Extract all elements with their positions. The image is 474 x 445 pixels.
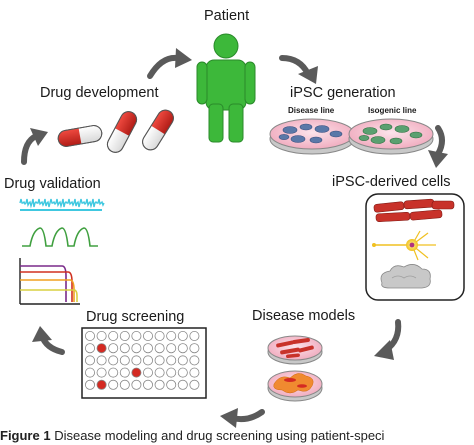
screening-well [108,355,119,366]
screening-well [166,330,177,341]
screening-well [131,343,142,354]
screening-plate [81,327,207,399]
screening-well [85,367,96,378]
screening-well [166,379,177,390]
figure-caption-text: Disease modeling and drug screening usin… [50,428,385,443]
figure-caption-number: Figure 1 [0,428,51,443]
screening-well [119,343,130,354]
screening-well [119,367,130,378]
screening-well [189,367,200,378]
cycle-arrow-screening-to-validation [32,326,65,355]
screening-well [142,355,153,366]
figure-caption: Figure 1 Disease modeling and drug scree… [0,428,384,443]
screening-hit-well [96,379,107,390]
screening-well [142,330,153,341]
screening-well [85,330,96,341]
screening-well [154,343,165,354]
label-patient: Patient [204,8,250,24]
screening-well [189,330,200,341]
screening-well [85,343,96,354]
screening-hit-well [131,367,142,378]
neuron-cell-icon [372,230,436,261]
screening-well [166,355,177,366]
screening-well [108,367,119,378]
screening-well [177,379,188,390]
screening-well [177,330,188,341]
screening-well [96,330,107,341]
screening-well [108,379,119,390]
disease-model-dish-2 [267,370,323,402]
screening-plate-wells [85,330,200,390]
label-drug-validation: Drug validation [4,176,101,192]
screening-well [131,330,142,341]
screening-well [131,379,142,390]
screening-well [189,355,200,366]
cycle-arrow-validation-to-dev [21,128,48,165]
screening-well [108,330,119,341]
label-ipsc-derived-cells: iPSC-derived cells [332,174,451,190]
label-ipsc-generation: iPSC generation [290,85,396,101]
cycle-arrow-models-to-screening [220,408,265,428]
validation-trace-cyan [19,198,105,211]
screening-well [166,343,177,354]
screening-well [189,379,200,390]
cycle-arrow-dev-to-patient [147,48,192,79]
validation-survival-plot [19,258,80,305]
capsule-icon-3 [142,109,174,151]
label-drug-development: Drug development [40,85,159,101]
disease-line-dish [269,118,355,155]
label-disease-models: Disease models [252,308,356,324]
screening-well [154,355,165,366]
screening-well [96,367,107,378]
hepatocyte-cluster-icon [380,264,431,289]
capsule-icon-1 [57,125,103,147]
ipsc-derived-cells-panel [365,193,465,301]
label-isogenic-line: Isogenic line [368,106,417,115]
cardiomyocyte-cells-icon [373,198,455,223]
patient-figure-icon [196,33,256,143]
screening-well [108,343,119,354]
screening-well [189,343,200,354]
label-drug-screening: Drug screening [86,309,185,325]
capsule-icon-2 [106,111,138,153]
screening-well [142,343,153,354]
screening-well [166,367,177,378]
screening-well [154,367,165,378]
screening-well [142,367,153,378]
screening-well [154,330,165,341]
screening-well [177,367,188,378]
screening-well [119,330,130,341]
screening-well [131,355,142,366]
screening-well [177,343,188,354]
label-disease-line: Disease line [288,106,335,115]
screening-well [119,379,130,390]
cycle-arrow-patient-to-ipsc [279,55,318,84]
screening-well [142,379,153,390]
screening-well [96,355,107,366]
screening-well [119,355,130,366]
cycle-arrow-derived-to-models [374,319,402,360]
screening-hit-well [96,343,107,354]
disease-model-dish-1 [267,335,323,365]
screening-well [85,355,96,366]
screening-well [85,379,96,390]
cycle-arrow-ipsc-to-derived [428,125,448,168]
validation-trace-green [22,227,98,247]
isogenic-line-dish [348,118,434,155]
screening-well [177,355,188,366]
screening-well [154,379,165,390]
